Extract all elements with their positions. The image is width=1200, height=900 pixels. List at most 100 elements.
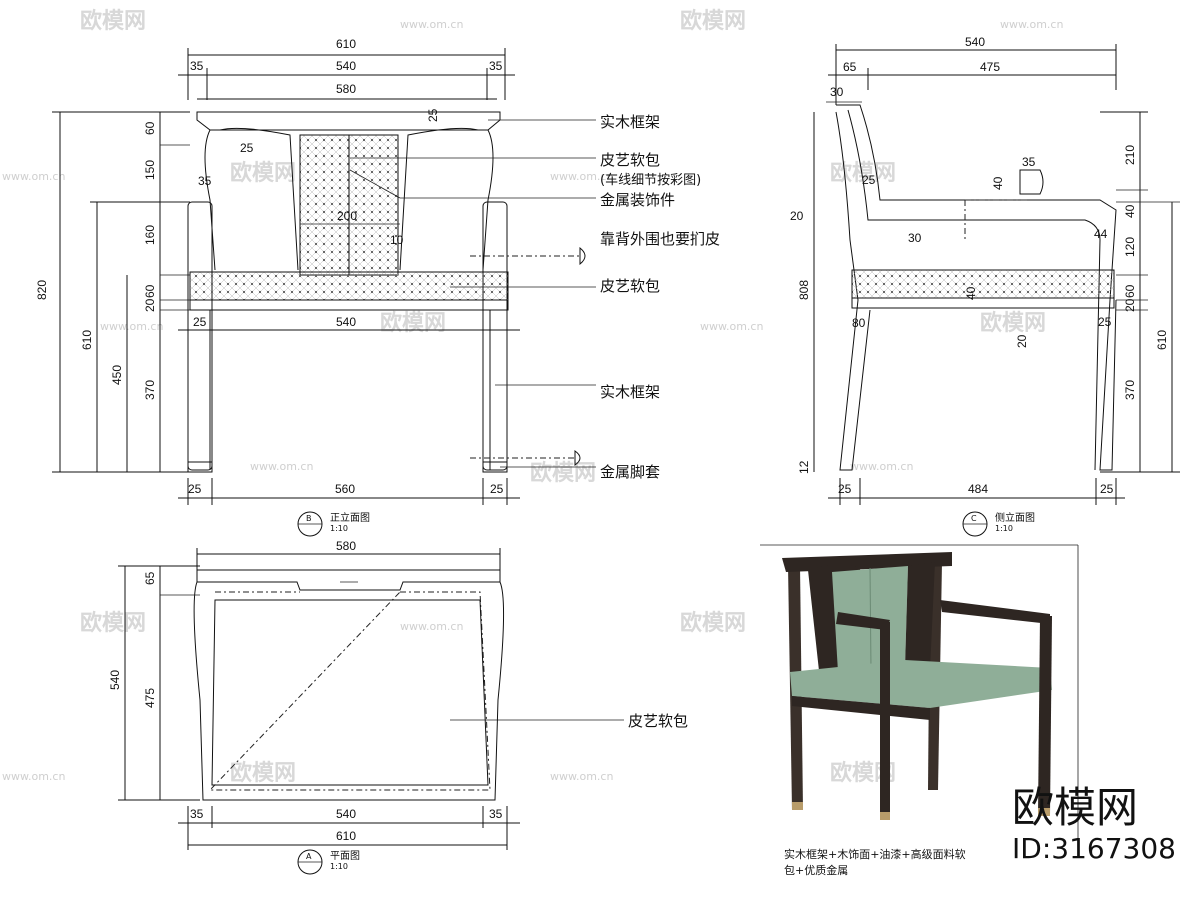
dim-front-arm-height: 610	[80, 330, 94, 350]
watermark-brand: 欧模网	[80, 610, 146, 636]
callout-metal-deco: 金属装饰件	[600, 191, 675, 209]
watermark-layer: 欧模网 欧模网 www.om.cn www.om.cn 欧模网 欧模网 www.…	[2, 8, 1063, 786]
dim-front-width: 610	[336, 37, 356, 51]
dim-side-leg-left: 25	[838, 482, 852, 496]
dim-front-inner-width: 540	[336, 59, 356, 73]
dim-side-12: 12	[797, 460, 811, 474]
dim-side-44: 44	[1094, 227, 1108, 241]
plan-view-title: 平面图	[330, 850, 360, 862]
dim-front-160: 160	[143, 225, 157, 245]
watermark-brand: 欧模网	[680, 8, 746, 34]
callout-frame-leg: 实木框架	[600, 383, 660, 401]
dim-plan-65: 65	[143, 571, 157, 585]
dim-side-20b: 20	[1015, 334, 1029, 348]
dim-side-40: 40	[991, 176, 1005, 190]
material-note-line2: 包+优质金属	[784, 863, 848, 877]
front-view-tag: B	[306, 514, 312, 523]
dim-side-610: 610	[1155, 330, 1169, 350]
dim-front-seat-25: 25	[193, 315, 207, 329]
dim-plan-total: 610	[336, 829, 356, 843]
front-view-title: 正立面图	[330, 511, 370, 524]
chair-arm	[940, 600, 1050, 624]
brand-logo-text: 欧模网	[1012, 783, 1138, 832]
dim-plan-inner: 540	[336, 807, 356, 821]
callout-frame-top: 实木框架	[600, 113, 660, 131]
dim-side-r40: 40	[1123, 204, 1137, 218]
dim-side-30: 30	[830, 85, 844, 99]
watermark-brand: 欧模网	[980, 310, 1046, 336]
watermark-url: www.om.cn	[400, 18, 463, 31]
watermark-brand: 欧模网	[530, 460, 596, 486]
dim-front-10: 10	[390, 233, 404, 247]
dim-front-top-25: 25	[426, 108, 440, 122]
dim-side-35: 35	[1022, 155, 1036, 169]
side-seat-cushion	[851, 269, 1115, 299]
dim-front-right-margin: 35	[489, 59, 503, 73]
watermark-url: www.om.cn	[2, 170, 65, 183]
callout-leather-seat: 皮艺软包	[600, 277, 660, 295]
callout-metal-foot: 金属脚套	[600, 463, 660, 481]
dim-side-25b: 25	[1098, 315, 1112, 329]
dim-plan-475: 475	[143, 688, 157, 708]
callout-plan-leather: 皮艺软包	[628, 712, 688, 730]
dim-side-370: 370	[1123, 380, 1137, 400]
watermark-url: www.om.cn	[700, 320, 763, 333]
callout-back-wrap: 靠背外围也要扪皮	[600, 230, 720, 248]
watermark-url: www.om.cn	[550, 770, 613, 783]
chair-render: 实木框架+木饰面+油漆+高级面料软 包+优质金属	[760, 544, 1079, 877]
dim-front-35: 35	[198, 174, 212, 188]
dim-front-leg-right: 25	[490, 482, 504, 496]
dim-front-top-rail: 580	[336, 82, 356, 96]
watermark-url: www.om.cn	[400, 620, 463, 633]
side-view-tag: C	[971, 514, 977, 523]
watermark-url: www.om.cn	[550, 170, 613, 183]
dim-side-40b: 40	[964, 286, 978, 300]
callout-leather-back-note: (车线细节按彩图)	[600, 172, 701, 188]
dim-side-leg-right: 25	[1100, 482, 1114, 496]
callouts: 实木框架 皮艺软包 (车线细节按彩图) 金属装饰件 靠背外围也要扪皮 皮艺软包 …	[349, 113, 720, 730]
dim-front-seat-width: 540	[336, 315, 356, 329]
dim-side-120: 120	[1123, 237, 1137, 257]
image-id-text: ID:3167308	[1012, 832, 1176, 865]
plan-view-scale: 1:10	[330, 862, 348, 871]
watermark-brand: 欧模网	[380, 310, 446, 336]
dim-plan-width: 580	[336, 539, 356, 553]
dim-side-20: 20	[790, 209, 804, 223]
dim-front-20: 20	[143, 298, 157, 312]
dim-plan-left: 35	[190, 807, 204, 821]
chair-front-leg-left	[880, 622, 890, 820]
dim-plan-right: 35	[489, 807, 503, 821]
front-view: 610 35 540 35 580 820 610 450 60 150 160…	[35, 37, 520, 537]
watermark-url: www.om.cn	[2, 770, 65, 783]
watermark-brand: 欧模网	[680, 610, 746, 636]
dim-side-depth: 540	[965, 35, 985, 49]
watermark-url: www.om.cn	[100, 320, 163, 333]
side-view-title: 侧立面图	[995, 511, 1035, 524]
dim-plan-depth: 540	[108, 670, 122, 690]
front-seat-cushion	[189, 271, 509, 301]
watermark-url: www.om.cn	[850, 460, 913, 473]
side-view: 540 65 475 30 808 20 12 35 40 25 30 44 4…	[790, 35, 1180, 537]
dim-side-65: 65	[843, 60, 857, 74]
dim-front-leg-left: 25	[188, 482, 202, 496]
dim-side-475: 475	[980, 60, 1000, 74]
dim-side-r60: 60	[1123, 284, 1137, 298]
dim-front-25: 25	[240, 141, 254, 155]
dim-front-200: 200	[337, 209, 357, 223]
plan-view: 580 540 475 65 35 540 35 610 A 平面图 1:10	[108, 539, 520, 875]
dim-front-height: 820	[35, 280, 49, 300]
dim-side-30-inner: 30	[908, 231, 922, 245]
watermark-url: www.om.cn	[250, 460, 313, 473]
dim-side-80: 80	[852, 316, 866, 330]
front-view-scale: 1:10	[330, 524, 348, 533]
dim-front-370: 370	[143, 380, 157, 400]
dim-side-height: 808	[797, 280, 811, 300]
dim-side-25: 25	[862, 173, 876, 187]
dim-front-left-margin: 35	[190, 59, 204, 73]
watermark-brand: 欧模网	[230, 160, 296, 186]
side-view-scale: 1:10	[995, 524, 1013, 533]
chair-seat-cushion	[790, 660, 1052, 708]
dim-front-top-60: 60	[143, 121, 157, 135]
chair-front-leg-right	[1038, 616, 1052, 815]
